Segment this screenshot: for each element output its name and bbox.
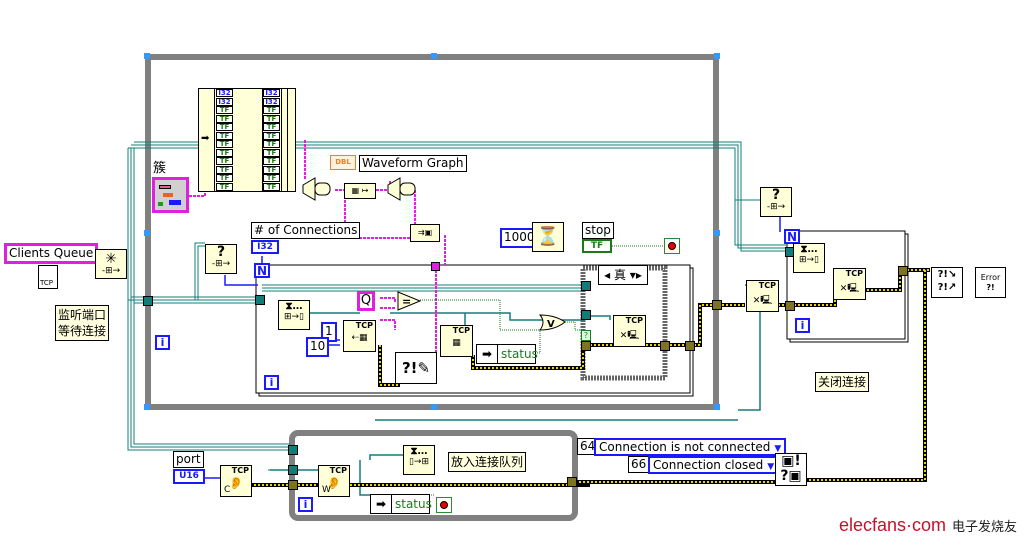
tcp-close-node-outer: TCP✕🖳 bbox=[746, 280, 779, 312]
dequeue-element-icon-right: ⧗…⊞→▯ bbox=[793, 243, 825, 273]
simple-error-handler-icon: Error?! bbox=[975, 267, 1006, 298]
port-terminal[interactable]: U16 bbox=[173, 469, 205, 484]
bottom-loop-stop-condition[interactable] bbox=[436, 497, 452, 513]
bundle-element-tf: TF bbox=[263, 182, 280, 191]
enqueue-element-icon: ⧗…▯→⊞ bbox=[403, 445, 435, 475]
dequeue-element-icon: ⧗…⊞→▯ bbox=[278, 300, 310, 330]
tcp-refnum-constant-icon: TCP bbox=[38, 265, 58, 289]
svg-text:=: = bbox=[402, 295, 411, 308]
bundle-element-tf: TF bbox=[263, 174, 280, 182]
bundle-element-tf: TF bbox=[263, 165, 280, 174]
bundle-element-tf: TF bbox=[263, 140, 280, 148]
close-loop-error-tunnel-in bbox=[785, 301, 795, 311]
case-error-tunnel-in bbox=[581, 341, 591, 351]
get-queue-status-icon-right: ?-⊞→ bbox=[760, 187, 792, 217]
bottom-loop-refnum-tunnel-1 bbox=[288, 445, 298, 455]
stop-terminal[interactable]: TF bbox=[582, 239, 612, 253]
bundle-element-i32: I32 bbox=[216, 89, 233, 97]
comment-listen: 监听端口 等待连接 bbox=[55, 305, 110, 341]
port-label[interactable]: port bbox=[173, 451, 204, 468]
error-code-64: 64 bbox=[577, 438, 599, 455]
obtain-queue-icon: ✳-⊞→ bbox=[95, 249, 127, 279]
cluster-label: 簇 bbox=[153, 161, 167, 176]
wait-ms-metronome-icon: ⏳ bbox=[532, 222, 564, 252]
bundle-element-tf: TF bbox=[216, 123, 233, 131]
bottom-loop-refnum-tunnel-2 bbox=[288, 465, 298, 475]
bundle-element-tf: TF bbox=[216, 174, 233, 182]
num-connections-label[interactable]: # of Connections bbox=[251, 222, 361, 239]
clear-errors-icon: ?!✎ bbox=[395, 352, 437, 384]
bundle-element-tf: TF bbox=[216, 131, 233, 140]
bundle-element-i32: I32 bbox=[263, 97, 280, 106]
tcp-close-node-loop: TCP✕🖳 bbox=[833, 268, 866, 300]
bundle-element-i32: I32 bbox=[263, 89, 280, 97]
outer-loop-stop-condition[interactable] bbox=[664, 238, 680, 254]
bundle-element-tf: TF bbox=[216, 165, 233, 174]
bundle-element-tf: TF bbox=[263, 157, 280, 165]
bundle-element-tf: TF bbox=[216, 106, 233, 114]
build-waveform-node: ⇉▣ bbox=[410, 224, 440, 242]
comment-close: 关闭连接 bbox=[815, 372, 870, 392]
bundle-element-tf: TF bbox=[216, 140, 233, 148]
bundle-element-i32: I32 bbox=[216, 97, 233, 106]
stop-label[interactable]: stop bbox=[582, 222, 614, 239]
close-loop-iteration-terminal: i bbox=[795, 318, 810, 333]
inner-loop-iteration-terminal: i bbox=[264, 375, 279, 390]
merge-errors-icon: ?!↘?!↗ bbox=[931, 267, 963, 298]
bundle-element-tf: TF bbox=[263, 114, 280, 123]
outer-loop-iteration-terminal: i bbox=[155, 335, 170, 350]
bundle-element-tf: TF bbox=[216, 114, 233, 123]
tcp-write-node: TCP▦ bbox=[440, 325, 473, 357]
q-char-constant[interactable]: Q bbox=[357, 291, 375, 311]
array-subset-node: ▦ ↦ bbox=[344, 183, 376, 199]
close-loop-count-terminal: N bbox=[784, 229, 800, 244]
num-connections-terminal[interactable]: I32 bbox=[251, 240, 279, 254]
inner-loop-error-tunnel bbox=[685, 341, 695, 351]
case-error-tunnel-out bbox=[660, 341, 670, 351]
bundle-element-tf: TF bbox=[216, 148, 233, 157]
case-refnum-tunnel-2 bbox=[581, 310, 591, 320]
outer-loop-error-tunnel bbox=[712, 300, 722, 310]
case-selector[interactable]: ◂ 真 ▾▸ bbox=[598, 265, 648, 285]
case-refnum-tunnel-1 bbox=[581, 281, 591, 291]
close-loop-error-tunnel-out bbox=[898, 266, 908, 276]
svg-text:V: V bbox=[547, 319, 555, 330]
bottom-loop-error-tunnel bbox=[288, 480, 298, 490]
status-indicator-bottom: ➡status bbox=[370, 494, 432, 514]
bundle-element-tf: TF bbox=[263, 131, 280, 140]
clear-specific-error-icon: ▣!?▣ bbox=[775, 453, 807, 486]
error-message-ring-1[interactable]: Connection is not connected▼ bbox=[594, 438, 787, 456]
clients-queue-label[interactable]: Clients Queue bbox=[4, 243, 99, 264]
wait-ms-constant[interactable]: 1000 bbox=[500, 228, 539, 248]
cluster-shift-register bbox=[431, 262, 440, 271]
error-message-ring-2[interactable]: Connection closed▼ bbox=[648, 456, 780, 474]
inner-loop-refnum-tunnel bbox=[255, 295, 265, 305]
status-indicator-inner: ➡status bbox=[476, 344, 538, 364]
case-selector-terminal: ? bbox=[581, 330, 591, 341]
waveform-graph-label[interactable]: Waveform Graph bbox=[359, 155, 467, 172]
bottom-while-loop-border bbox=[289, 430, 578, 521]
const-ten[interactable]: 10 bbox=[306, 337, 330, 357]
cluster-control-icon[interactable] bbox=[152, 177, 189, 213]
tcp-read-node: TCP⇠▦ bbox=[343, 320, 376, 352]
bundle-element-tf: TF bbox=[263, 106, 280, 114]
bottom-loop-iteration-terminal: i bbox=[298, 497, 313, 512]
bundle-element-tf: TF bbox=[263, 148, 280, 157]
bundle-element-tf: TF bbox=[216, 157, 233, 165]
comment-enqueue: 放入连接队列 bbox=[448, 452, 527, 472]
error-code-66: 66 bbox=[628, 456, 650, 473]
tcp-close-node-inner: TCP✕🖳 bbox=[613, 315, 646, 347]
bundle-element-tf: TF bbox=[263, 123, 280, 131]
bundle-element-tf: TF bbox=[216, 182, 233, 191]
outer-loop-refnum-tunnel bbox=[143, 296, 153, 306]
get-queue-status-icon: ?-⊞→ bbox=[205, 244, 237, 274]
waveform-graph-type-icon: DBL bbox=[330, 155, 356, 170]
bottom-loop-error-tunnel-out bbox=[567, 477, 577, 487]
inner-loop-count-terminal: N bbox=[254, 263, 270, 278]
